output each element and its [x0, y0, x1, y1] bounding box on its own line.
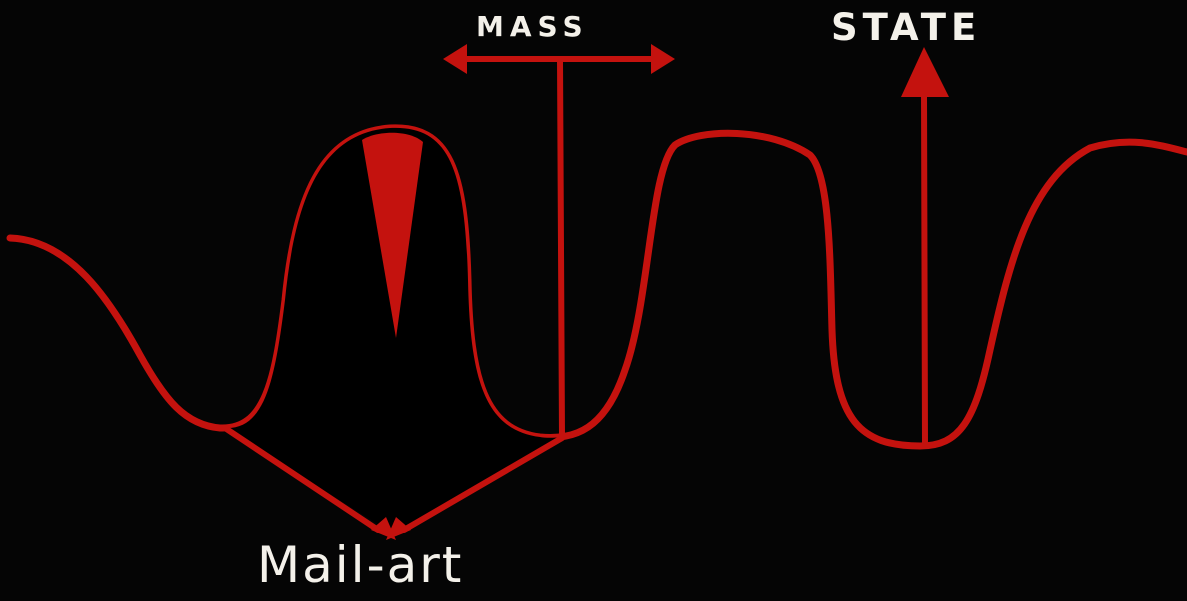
wave-line — [10, 128, 1187, 446]
mass-left-arrowhead — [443, 44, 467, 74]
state-arrow-shaft — [924, 90, 925, 446]
mail-art-label: Mail-art — [257, 540, 463, 590]
mass-label: MASS — [476, 13, 589, 41]
mass-right-arrowhead — [651, 44, 675, 74]
mass-stem — [560, 60, 562, 437]
state-label: STATE — [831, 9, 981, 46]
state-arrowhead — [901, 47, 949, 97]
